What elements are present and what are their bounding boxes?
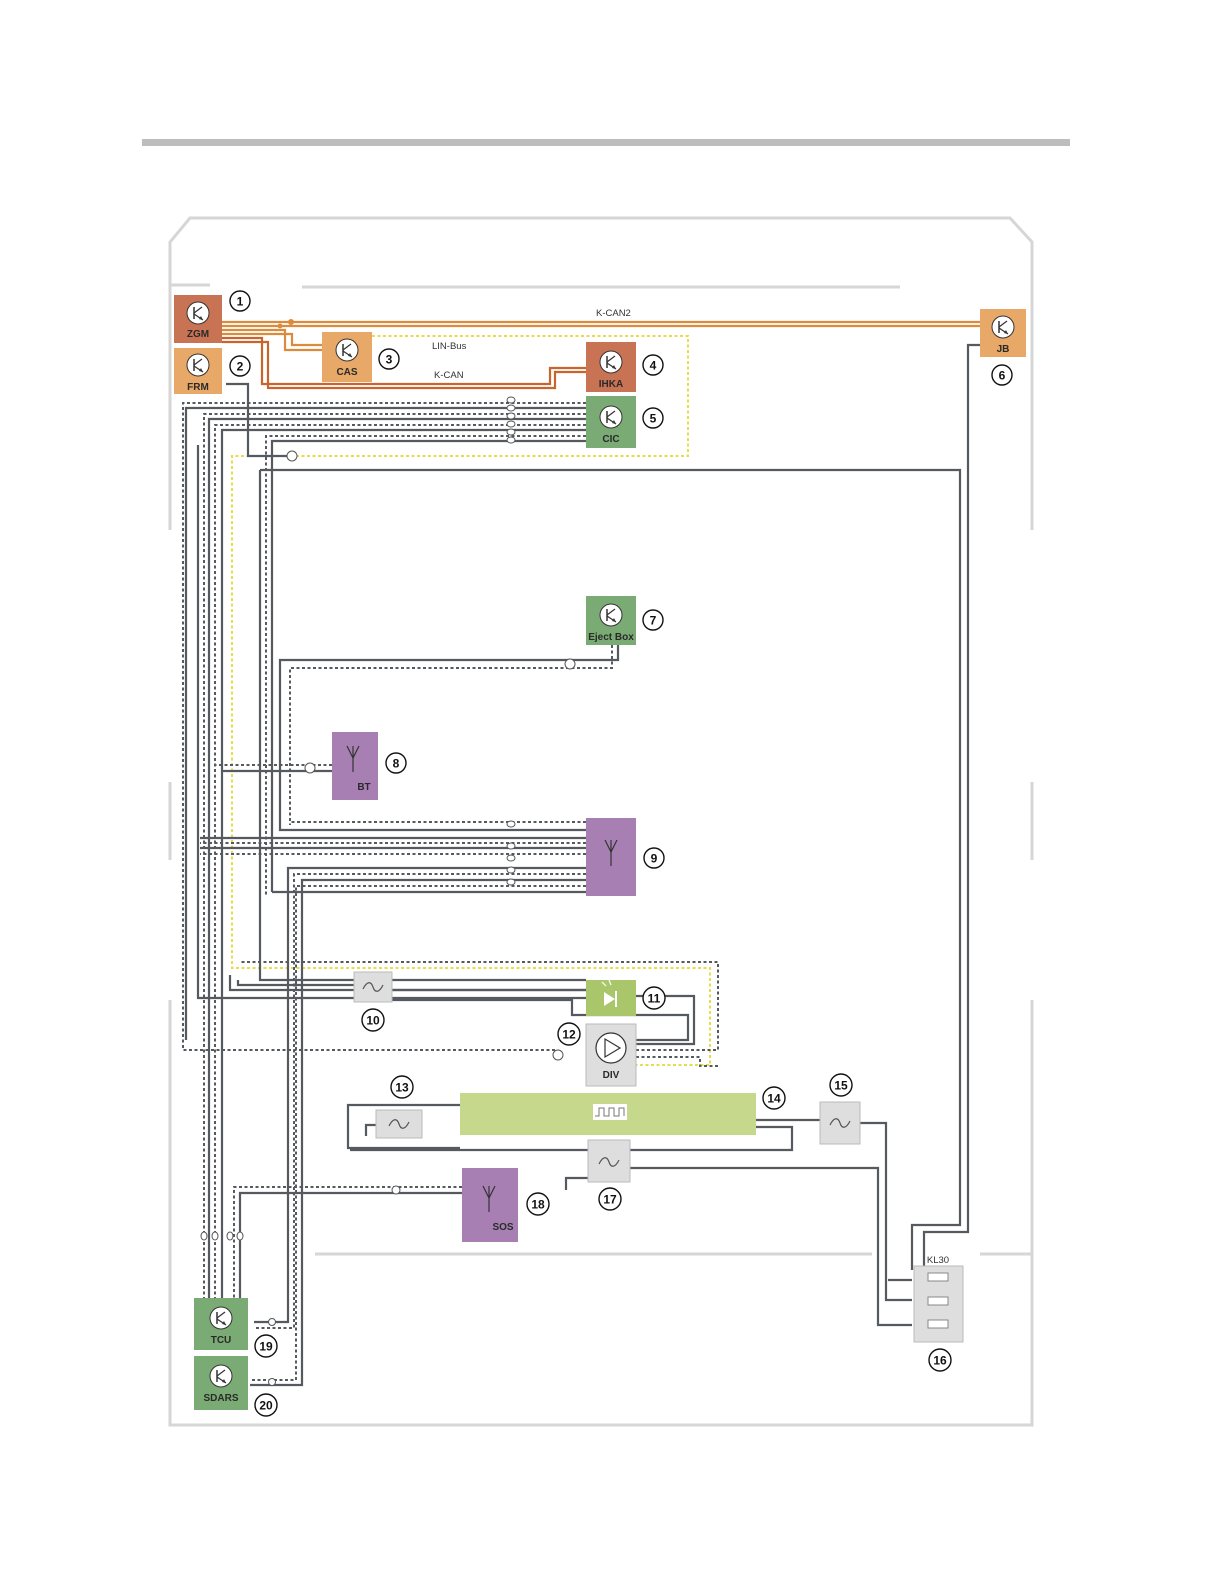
header-rule <box>142 139 1070 146</box>
tcu-label: TCU <box>211 1335 232 1346</box>
fuse-icon <box>928 1273 948 1328</box>
callout-14: 14 <box>763 1087 785 1109</box>
svg-text:15: 15 <box>834 1079 848 1093</box>
callout-18: 18 <box>527 1193 549 1215</box>
svg-text:11: 11 <box>648 992 661 1006</box>
callout-6: 6 <box>992 365 1012 385</box>
module-cas: CAS <box>322 332 372 382</box>
ecu-icon <box>210 1365 232 1387</box>
svg-text:17: 17 <box>603 1193 617 1207</box>
bt-label: BT <box>357 782 370 793</box>
callout-8: 8 <box>386 753 406 773</box>
module-jb: JB <box>980 309 1026 357</box>
ecu-icon <box>210 1307 232 1329</box>
module-sos: SOS <box>462 1168 518 1242</box>
kcan2-label: K-CAN2 <box>596 308 631 319</box>
callout-2: 2 <box>230 356 250 376</box>
callout-16: 16 <box>929 1349 951 1371</box>
jb-label: JB <box>997 344 1010 355</box>
ihka-label: IHKA <box>599 379 623 390</box>
kcan-label: K-CAN <box>434 370 464 381</box>
svg-text:13: 13 <box>395 1081 409 1095</box>
svg-text:6: 6 <box>999 369 1006 383</box>
callout-13: 13 <box>391 1076 413 1098</box>
sos-label: SOS <box>492 1222 513 1233</box>
module-led-11 <box>586 980 636 1016</box>
svg-text:3: 3 <box>386 353 393 367</box>
amplifier-icon <box>596 1033 626 1063</box>
module-eject-box: Eject Box <box>586 596 636 645</box>
div-label: DIV <box>603 1070 620 1081</box>
svg-text:5: 5 <box>650 412 657 426</box>
module-frm: FRM <box>174 348 222 394</box>
ecu-icon <box>600 351 622 373</box>
svg-text:7: 7 <box>650 614 657 628</box>
callout-20: 20 <box>255 1394 277 1416</box>
svg-text:9: 9 <box>651 852 658 866</box>
callout-1: 1 <box>230 291 250 311</box>
linbus-label: LIN-Bus <box>432 341 467 352</box>
module-sdars: SDARS <box>194 1356 248 1410</box>
module-filter-13 <box>376 1110 422 1138</box>
svg-text:1: 1 <box>237 295 244 309</box>
module-antenna-9 <box>586 818 636 896</box>
svg-text:20: 20 <box>259 1399 273 1413</box>
lin-bus-wires <box>232 336 710 1065</box>
signal-wires <box>183 345 980 1385</box>
module-filter-17 <box>588 1140 630 1182</box>
callout-15: 15 <box>830 1074 852 1096</box>
pulse-icon <box>593 1104 627 1120</box>
frm-label: FRM <box>187 382 209 393</box>
callout-11: 11 <box>643 987 665 1009</box>
ecu-icon <box>600 406 622 428</box>
callout-4: 4 <box>643 355 663 375</box>
svg-text:16: 16 <box>933 1354 947 1368</box>
module-tcu: TCU <box>194 1298 248 1350</box>
callout-17: 17 <box>599 1188 621 1210</box>
module-bt: BT <box>332 732 378 800</box>
module-zgm: ZGM <box>174 295 222 343</box>
module-bar-14 <box>460 1093 756 1135</box>
callout-7: 7 <box>643 610 663 630</box>
callout-19: 19 <box>255 1335 277 1357</box>
module-kl30: KL30 <box>914 1255 963 1342</box>
svg-text:8: 8 <box>393 757 400 771</box>
sdars-label: SDARS <box>203 1393 238 1404</box>
zgm-label: ZGM <box>187 329 209 340</box>
svg-text:10: 10 <box>366 1014 380 1028</box>
ecu-icon <box>187 302 209 324</box>
callout-9: 9 <box>644 848 664 868</box>
svg-text:18: 18 <box>531 1198 545 1212</box>
ecu-icon <box>600 604 622 626</box>
module-filter-10 <box>354 972 392 1002</box>
ecu-icon <box>992 316 1014 338</box>
ecu-icon <box>336 339 358 361</box>
module-ihka: IHKA <box>586 342 636 392</box>
callout-10: 10 <box>362 1009 384 1031</box>
svg-text:19: 19 <box>259 1340 273 1354</box>
svg-text:14: 14 <box>767 1092 781 1106</box>
callout-5: 5 <box>643 408 663 428</box>
callout-3: 3 <box>379 349 399 369</box>
eject-box-label: Eject Box <box>588 632 634 643</box>
kl30-label: KL30 <box>927 1255 949 1266</box>
module-div: DIV <box>586 1024 636 1086</box>
svg-text:4: 4 <box>650 359 657 373</box>
callout-12: 12 <box>558 1023 580 1045</box>
cic-label: CIC <box>602 434 619 445</box>
module-filter-15 <box>820 1102 860 1144</box>
svg-text:2: 2 <box>237 360 244 374</box>
module-cic: CIC <box>586 396 636 448</box>
ecu-icon <box>187 354 209 376</box>
cas-label: CAS <box>336 367 357 378</box>
svg-text:12: 12 <box>562 1028 576 1042</box>
